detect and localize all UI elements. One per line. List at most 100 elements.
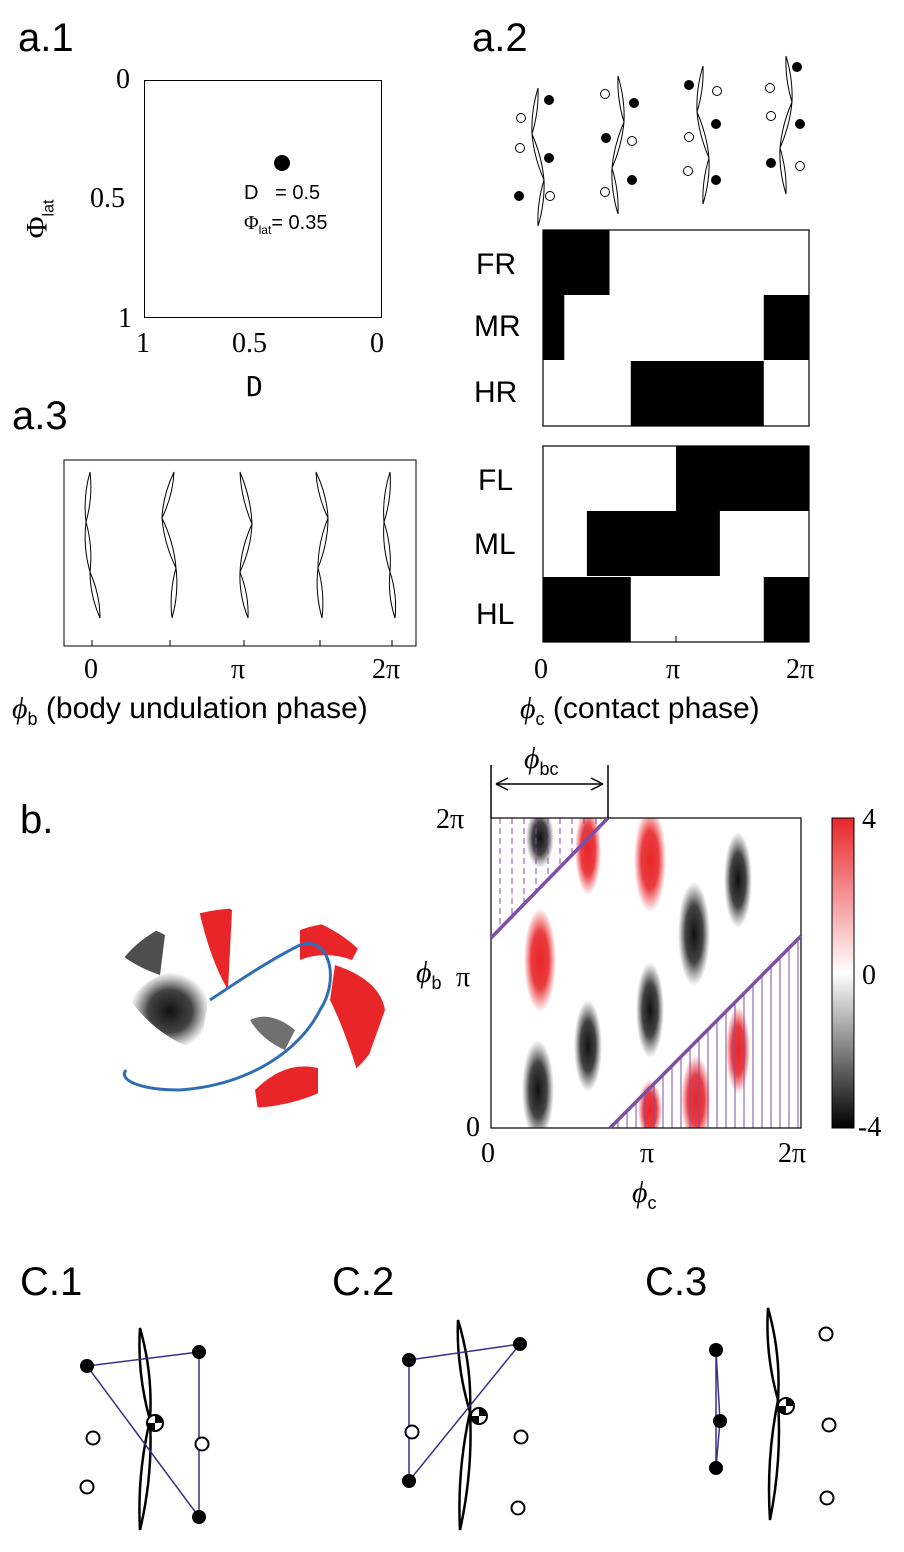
b-y-label-symbol: ϕ (416, 956, 432, 989)
panel-label-b: b. (20, 798, 54, 842)
a3-x-label-sub: b (27, 709, 38, 729)
b-x-label-sub: c (647, 1193, 657, 1213)
leg-label-mr: MR (474, 310, 521, 343)
swing-foot (600, 187, 610, 197)
heatmap-negative-blob (636, 962, 664, 1058)
b-colorbar-tick-zero: 0 (862, 960, 876, 991)
a1-annotation-phi: Φlat= 0.35 (244, 212, 327, 237)
a1-data-point (274, 154, 290, 171)
leg-label-fl: FL (478, 464, 514, 497)
panel-label-c2: C.2 (332, 1260, 395, 1304)
a1-ann-d-label: D (244, 182, 259, 204)
a1-ann-d-value: = 0.5 (275, 182, 321, 204)
b-y-label-sub: b (431, 973, 442, 993)
undulation-body-segment (316, 567, 324, 619)
swing-foot (194, 1436, 210, 1452)
swing-foot (516, 113, 526, 123)
leg-label-ml: ML (474, 528, 516, 561)
panel-label-a3: a.3 (12, 394, 68, 438)
swing-foot (513, 1429, 529, 1445)
stance-foot (513, 1337, 527, 1351)
swing-foot (819, 1490, 835, 1506)
panel-label-c3: C.3 (645, 1260, 708, 1304)
stance-foot (629, 98, 639, 108)
a2-x-tick-pi: π (666, 654, 681, 685)
b-x-label: ϕc (632, 1176, 657, 1213)
stance-foot (544, 95, 554, 105)
a1-annotation-d: D = 0.5 (244, 182, 320, 205)
a1-y-tick-0: 0 (116, 64, 130, 95)
b-x-tick-2pi: 2π (778, 1138, 807, 1169)
stance-foot (544, 153, 554, 163)
stance-bar-fl (676, 446, 809, 511)
stance-foot (711, 175, 721, 185)
stance-foot (627, 175, 637, 185)
torus-red-patch (198, 908, 232, 990)
stance-foot (792, 62, 802, 72)
a1-y-tick-1: 1 (118, 303, 132, 334)
a1-y-tick-mid: 0.5 (90, 183, 125, 214)
b-colorbar-tick-max: 4 (862, 804, 876, 835)
swing-foot (85, 1430, 101, 1446)
center-of-mass-quadrant (479, 1408, 487, 1416)
a2-x-label-sub: c (535, 709, 545, 729)
b-bc-label-sub: bc (539, 759, 559, 779)
leg-label-fr: FR (476, 248, 516, 281)
stance-bar-hl (763, 577, 809, 642)
a2-x-label-symbol: ϕ (520, 692, 536, 725)
stance-bar-hr (630, 361, 764, 426)
stance-bar-mr (763, 295, 809, 360)
a2-left-frame (542, 445, 810, 643)
heatmap-negative-blob (724, 832, 752, 928)
stance-foot (402, 1474, 416, 1488)
heatmap-positive-blob (524, 908, 556, 1012)
heatmap-positive-blob (634, 818, 666, 912)
a1-x-tick-1: 1 (136, 328, 150, 359)
support-polygon (408, 1342, 522, 1484)
stance-foot (711, 119, 721, 129)
b-lower-boundary (608, 934, 803, 1130)
a2-x-tick-0: 0 (534, 654, 548, 685)
heatmap-negative-blob (574, 1000, 602, 1092)
stance-foot (192, 1510, 206, 1524)
leg-label-hr: HR (474, 376, 518, 409)
a2-x-label: ϕc (contact phase) (520, 692, 760, 729)
body-segment (702, 157, 710, 205)
undulation-body-segment (89, 571, 101, 619)
body-segment (611, 167, 619, 215)
torus-trajectory-curve (122, 942, 332, 1092)
panel-label-a1: a.1 (18, 16, 74, 60)
stance-foot (713, 1414, 727, 1428)
stance-bar-hl (543, 577, 631, 642)
a3-x-tick-pi: π (231, 654, 246, 685)
a1-x-tick-0: 0 (370, 328, 384, 359)
swing-foot (600, 89, 610, 99)
center-of-mass-quadrant (155, 1415, 163, 1423)
b-y-tick-0: 0 (466, 1112, 480, 1143)
center-of-mass-quadrant (778, 1406, 786, 1414)
swing-foot (818, 1326, 834, 1342)
stance-bar-mr (543, 295, 565, 360)
b-bc-label-symbol: ϕ (524, 742, 540, 775)
b-heatmap (491, 818, 801, 1128)
torus-dark-patch (250, 1016, 295, 1050)
swing-foot (515, 143, 525, 153)
panel-label-c1: C.1 (20, 1260, 83, 1304)
heatmap-positive-blob (681, 1055, 711, 1128)
stance-foot (795, 119, 805, 129)
swing-foot (510, 1500, 526, 1516)
swing-foot (79, 1479, 95, 1495)
torus-dark-patch (130, 972, 210, 1050)
b-x-tick-0: 0 (481, 1138, 495, 1169)
heatmap-negative-blob (678, 882, 710, 986)
swing-foot (821, 1417, 837, 1433)
stance-bar-ml (586, 511, 720, 576)
b-bc-label: ϕbc (524, 742, 559, 779)
stance-foot (684, 80, 694, 90)
stance-foot (80, 1359, 94, 1373)
b-x-label-symbol: ϕ (632, 1176, 648, 1209)
a2-x-tick-2pi: 2π (786, 654, 815, 685)
